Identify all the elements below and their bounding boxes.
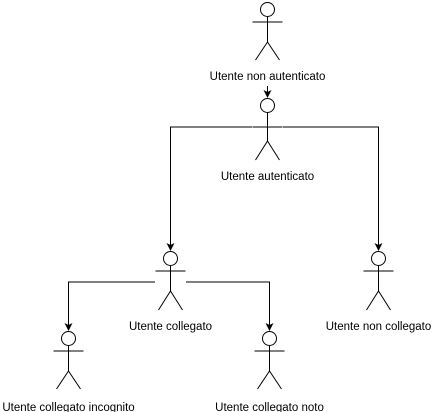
actor-utente-collegato-incognito: Utente collegato incognito <box>2 331 135 412</box>
connector-a2-a3 <box>166 126 252 251</box>
actor-label: Utente non autenticato <box>210 71 326 83</box>
actor-label: Utente collegato noto <box>215 402 324 412</box>
actor-utente-autenticato: Utente autenticato <box>221 98 314 183</box>
actor-label: Utente autenticato <box>221 171 314 183</box>
actor-utente-collegato: Utente collegato <box>129 251 212 333</box>
stick-figure-icon <box>252 2 283 61</box>
stick-figure-icon <box>254 331 285 390</box>
stick-figure-icon <box>363 251 394 311</box>
actor-label: Utente collegato incognito <box>2 402 134 412</box>
connector-a2-a4 <box>283 126 383 251</box>
connector-a3-a6 <box>186 281 274 331</box>
actor-utente-non-autenticato: Utente non autenticato <box>210 2 326 83</box>
actor-utente-non-collegato: Utente non collegato <box>326 251 432 333</box>
stick-figure-icon <box>252 98 283 161</box>
actor-label: Utente non collegato <box>326 321 432 333</box>
connectors <box>64 86 383 331</box>
actor-utente-collegato-noto: Utente collegato noto <box>215 331 324 412</box>
connector-a3-a5 <box>64 281 155 331</box>
stick-figure-icon <box>53 331 84 390</box>
actor-label: Utente collegato <box>129 321 212 333</box>
stick-figure-icon <box>155 251 186 311</box>
